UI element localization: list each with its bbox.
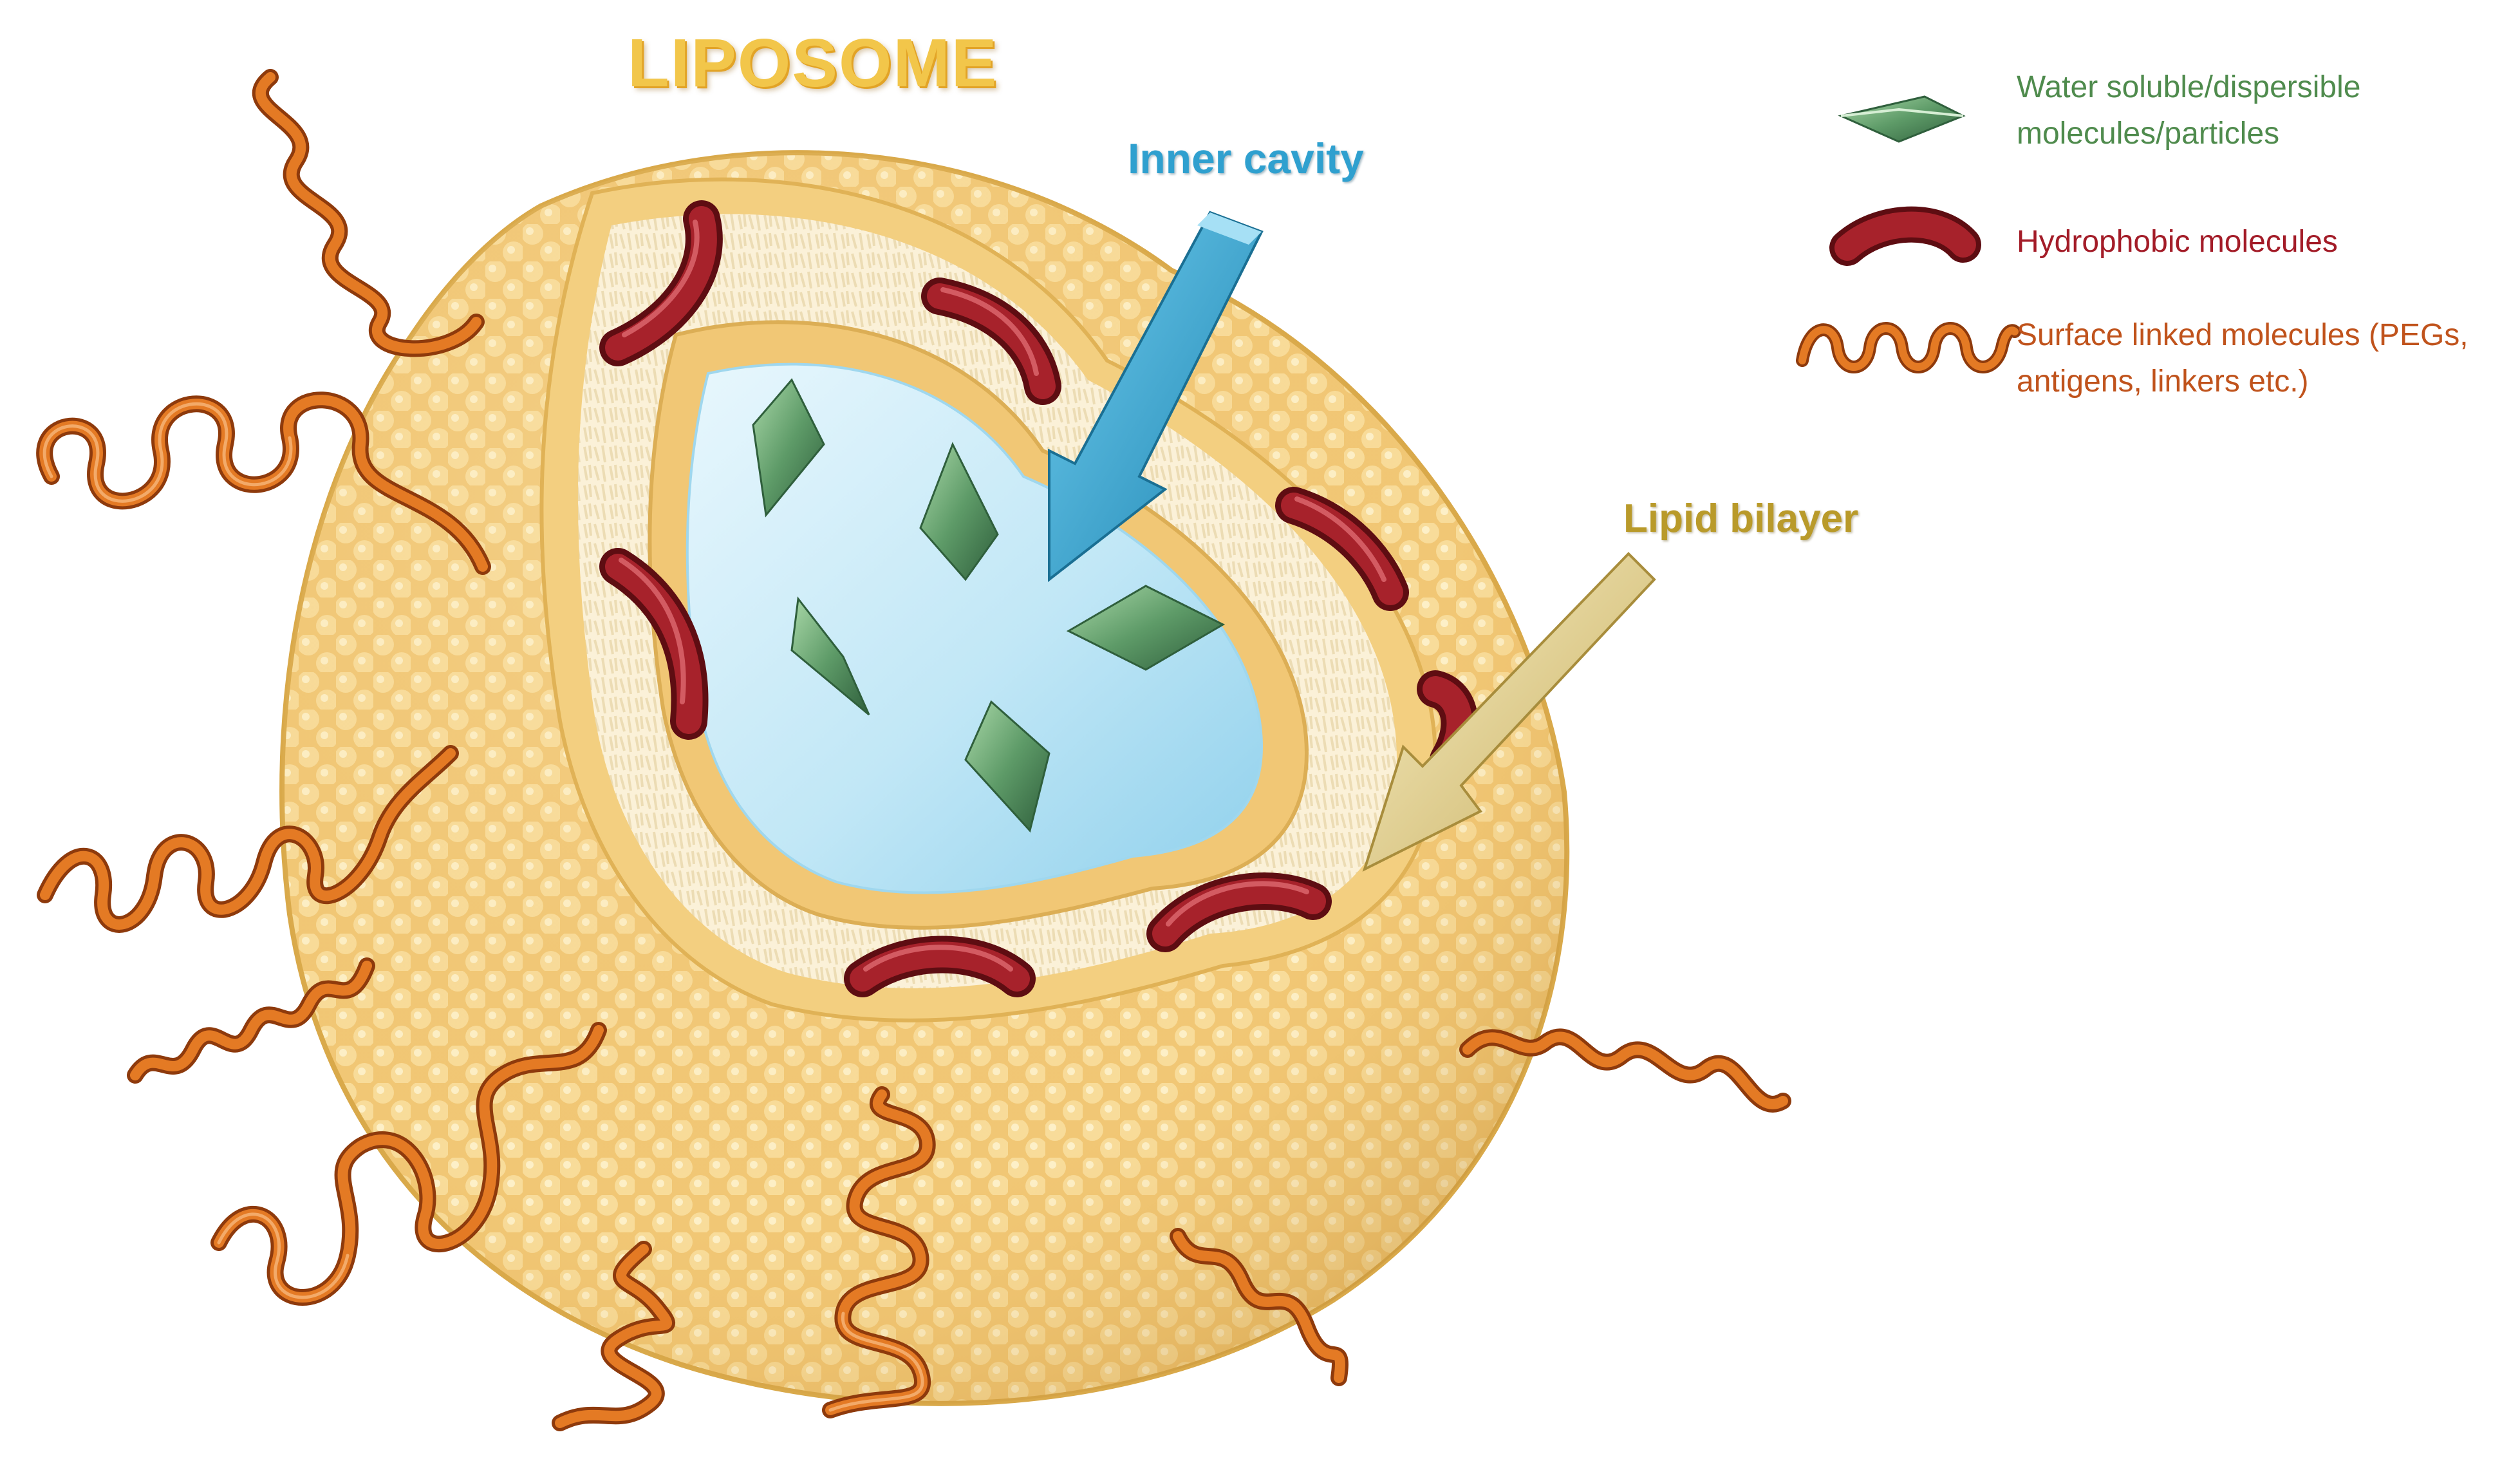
lipid-bilayer-label: Lipid bilayer	[1623, 496, 1859, 541]
diagram-title: LIPOSOME	[628, 25, 998, 101]
legend-surface-linked-label: Surface linked molecules (PEGs, antigens…	[2017, 318, 2469, 399]
inner-cavity-label: Inner cavity	[1128, 135, 1364, 182]
legend-surface-linked-icon	[1796, 322, 2021, 373]
lipid-bilayer-arrow	[1362, 552, 1656, 872]
legend-water-soluble-label: Water soluble/dispersible molecules/part…	[2017, 70, 2361, 151]
legend-hydrophobic-label: Hydrophobic molecules	[2017, 225, 2338, 259]
legend-water-soluble-icon	[1838, 95, 1966, 143]
water-soluble-particles	[752, 378, 1226, 833]
hydrophobic-molecules	[599, 200, 1479, 997]
legend-hydrophobic-icon	[1829, 206, 1981, 266]
surface-linked-molecules	[36, 69, 1791, 1431]
inner-cavity-arrow	[1048, 211, 1264, 583]
